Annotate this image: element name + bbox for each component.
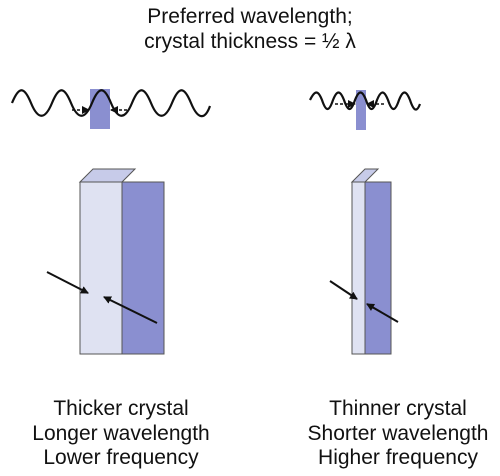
thin-arrow-out: [366, 303, 399, 323]
thin-arrow-in: [329, 280, 358, 300]
thick-crystal-side: [121, 181, 165, 355]
title-line-1: Preferred wavelength;: [147, 5, 353, 28]
diagram-title: Preferred wavelength; crystal thickness …: [0, 4, 500, 54]
title-line-2: crystal thickness = ½ λ: [144, 30, 356, 53]
long-wavelength-wave: [10, 89, 212, 129]
thick-crystal: [46, 168, 165, 355]
thin-crystal-caption: Thinner crystal Shorter wavelength Highe…: [293, 397, 500, 471]
thick-arrow-in: [46, 271, 89, 294]
short-wavelength-wave: [309, 90, 422, 130]
thin-crystal-side: [364, 181, 392, 355]
thick-crystal-top: [78, 168, 137, 183]
thin-crystal-front: [351, 181, 366, 355]
wavelength-marker-right: [356, 90, 366, 130]
wavelength-marker-left: [90, 89, 110, 129]
thick-crystal-front: [79, 181, 123, 355]
thick-crystal-caption: Thicker crystal Longer wavelength Lower …: [1, 397, 241, 471]
caption-line: Lower frequency: [43, 446, 199, 469]
thick-arrow-out: [103, 296, 158, 324]
thin-crystal-top: [350, 168, 380, 183]
caption-line: Higher frequency: [318, 446, 478, 469]
caption-line: Shorter wavelength: [307, 421, 489, 445]
sine-wave-left: [10, 89, 212, 118]
thin-crystal: [329, 168, 399, 355]
caption-line: Thicker crystal: [53, 397, 189, 420]
caption-line: Longer wavelength: [32, 421, 210, 445]
caption-line: Thinner crystal: [329, 397, 467, 420]
